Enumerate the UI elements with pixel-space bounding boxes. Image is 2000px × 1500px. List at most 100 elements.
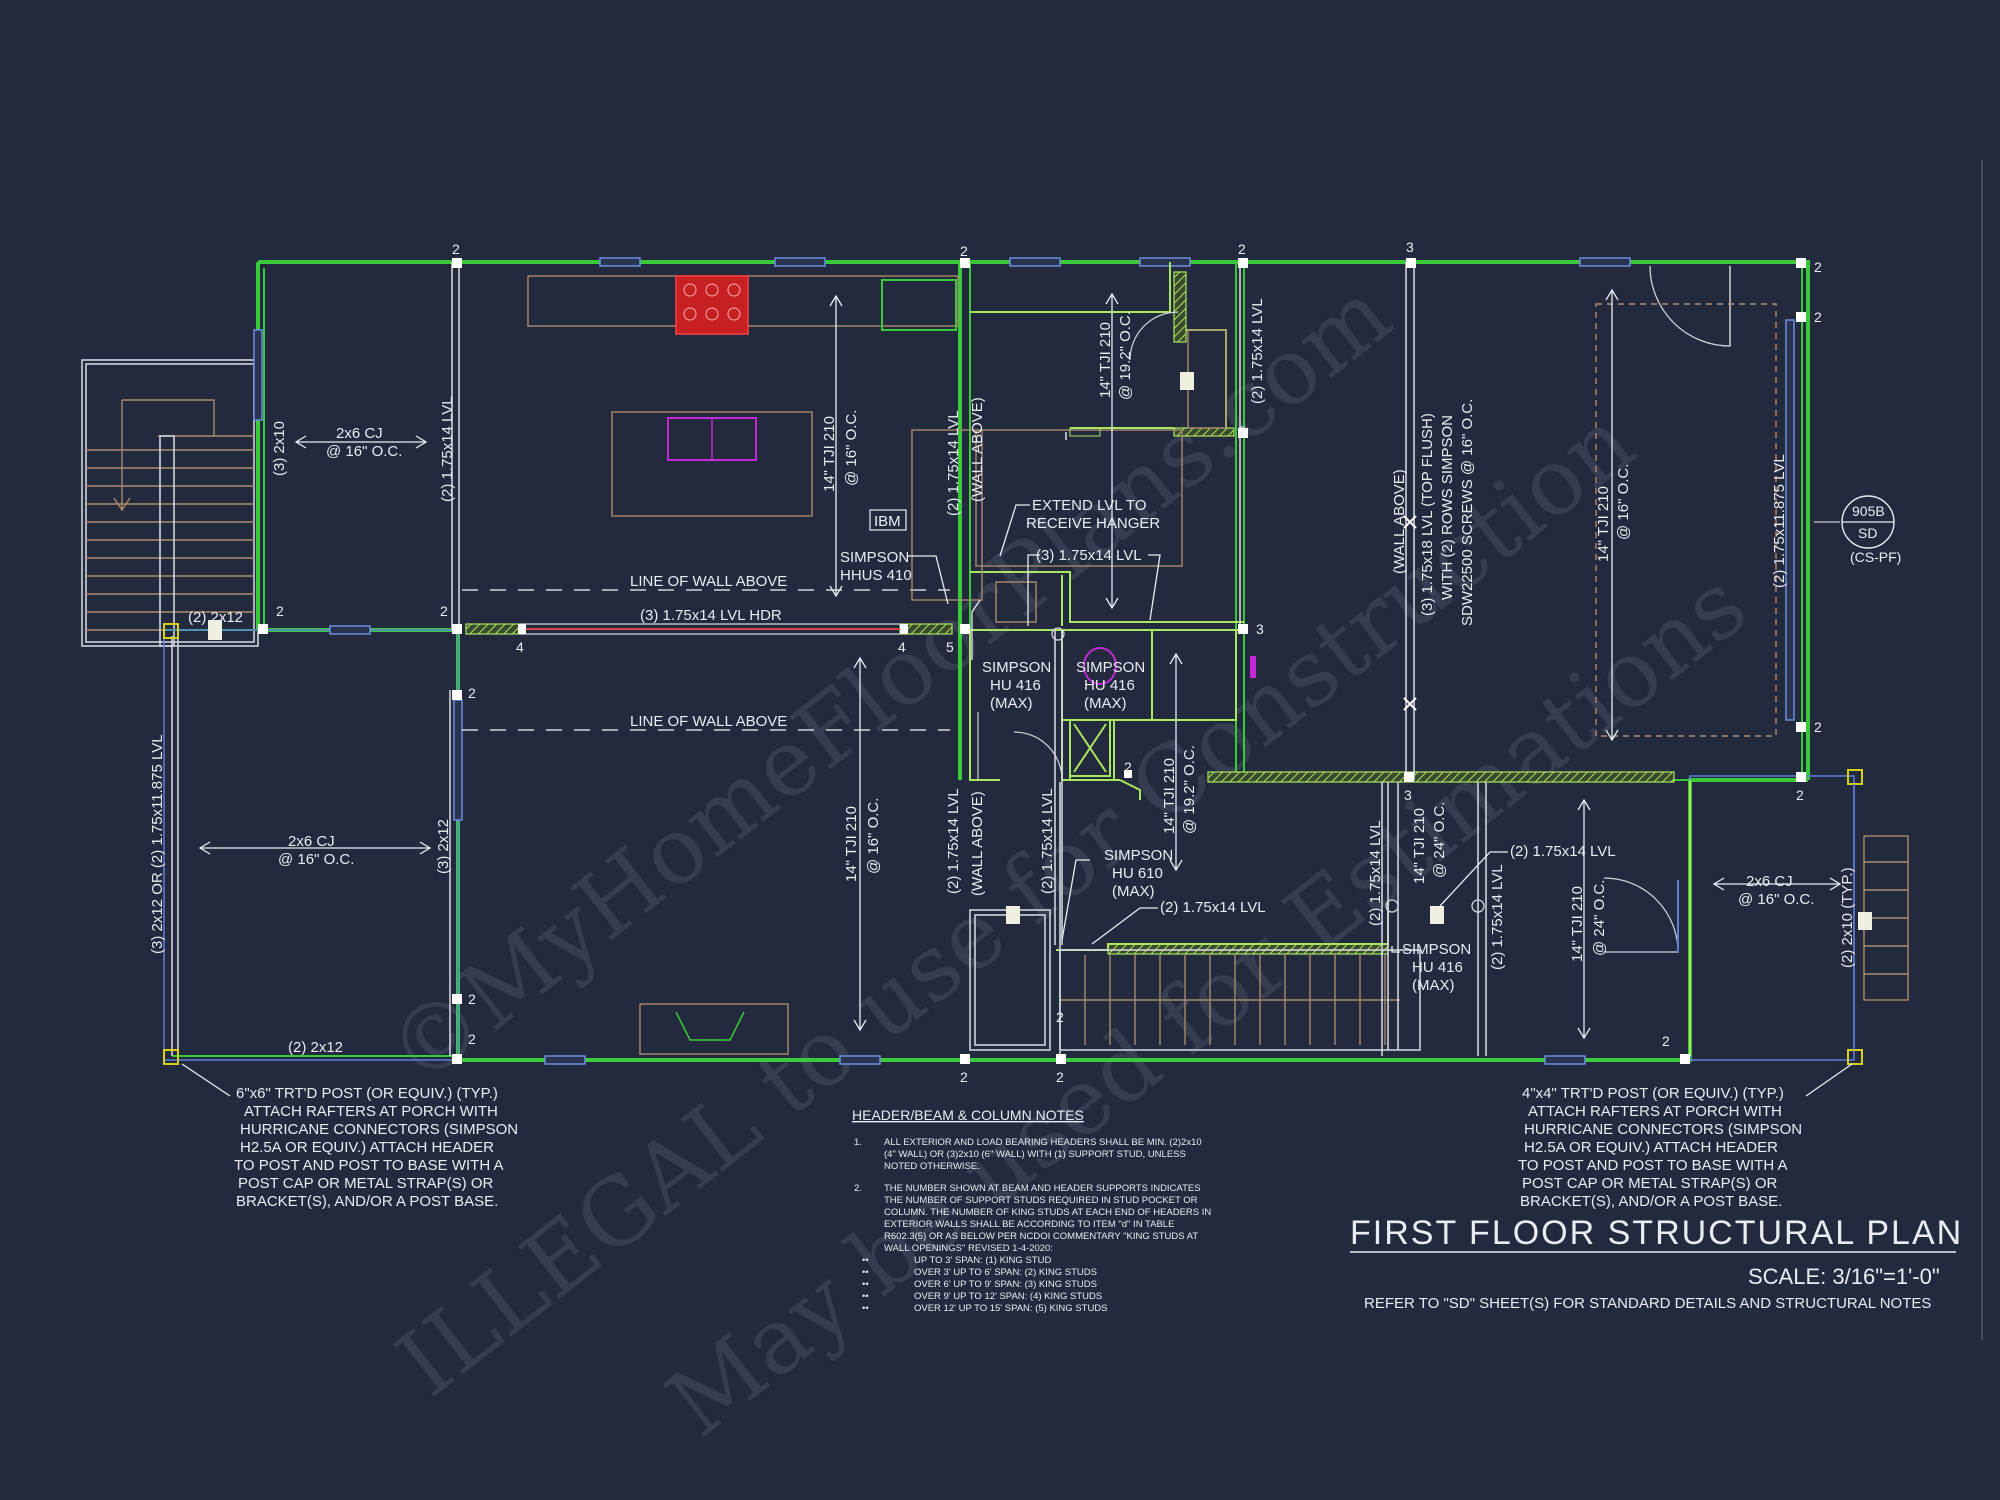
extend-lvl-line2: RECEIVE HANGER: [1026, 515, 1160, 532]
simpson-hu416c-line3: (MAX): [1412, 977, 1455, 994]
tji-mid-line2: @ 19.2" O.C.: [1181, 745, 1198, 834]
plan-scale: SCALE: 3/16"=1'-0": [1748, 1264, 1940, 1289]
simpson-hu416c-line1: SIMPSON: [1402, 941, 1471, 958]
note-1-line-2: (4" WALL) OR (3)2x10 (6" WALL) WITH (1) …: [884, 1149, 1186, 1160]
note-2-line-6: WALL OPENINGS" REVISED 1-4-2020:: [884, 1243, 1053, 1254]
note-2-line-2: THE NUMBER OF SUPPORT STUDS REQUIRED IN …: [884, 1195, 1198, 1206]
detail-sub: (CS-PF): [1850, 549, 1901, 565]
lvl-beam-a: (2) 1.75x14 LVL: [439, 396, 456, 502]
svg-text:••: ••: [862, 1303, 869, 1314]
stud-count: 2: [468, 991, 476, 1007]
stud-counts: 2 2 2 3 2 2 2 2 2 4 4 5 3 2 2 2 2 2 3 2 …: [276, 239, 1822, 1085]
tji-mid-line1: 14" TJI 210: [1161, 758, 1178, 834]
header-beam-notes: HEADER/BEAM & COLUMN NOTES 1. ALL EXTERI…: [852, 1107, 1211, 1314]
stud-count: 2: [1124, 759, 1132, 775]
note-2-number: 2.: [854, 1183, 862, 1194]
lvl-beam-garage: (2) 1.75x11.875 LVL: [1771, 454, 1788, 588]
stud-count: 2: [1796, 787, 1804, 803]
note-1-number: 1.: [854, 1137, 862, 1148]
simpson-hu610-line3: (MAX): [1112, 883, 1155, 900]
simpson-hu416b-line1: SIMPSON: [1076, 659, 1145, 676]
lvl-3-a: (3) 1.75x14 LVL: [1036, 547, 1142, 564]
cj-top-left-line2: @ 16" O.C.: [326, 443, 402, 460]
simpson-hu610-line1: SIMPSON: [1104, 847, 1173, 864]
tji-garage-line1: 14" TJI 210: [1595, 486, 1612, 562]
extend-lvl-line1: EXTEND LVL TO: [1032, 497, 1147, 514]
detail-number: 905B: [1852, 503, 1885, 519]
lvl-beam-b: (2) 1.75x14 LVL: [1249, 298, 1266, 404]
header-3-2x12: (3) 2x12: [435, 819, 452, 874]
title-block: FIRST FLOOR STRUCTURAL PLAN SCALE: 3/16"…: [1350, 160, 1983, 1340]
header-lvl-hdr: (3) 1.75x14 LVL HDR: [640, 607, 782, 624]
stud-count: 3: [1404, 787, 1412, 803]
plan-labels: 2x6 CJ @ 16" O.C. 2x6 CJ @ 16" O.C. 2x6 …: [149, 298, 1856, 1056]
left-porch-outline: [163, 629, 459, 1061]
svg-text:••: ••: [862, 1267, 869, 1278]
stud-count: 2: [452, 241, 460, 257]
notes-heading: HEADER/BEAM & COLUMN NOTES: [852, 1107, 1084, 1123]
left-post-note: 6"x6" TRT'D POST (OR EQUIV.) (TYP.) ATTA…: [234, 1085, 518, 1210]
garage-outline: [1595, 303, 1777, 737]
right-note-line-3: HURRICANE CONNECTORS (SIMPSON: [1524, 1121, 1802, 1138]
stud-count: 4: [898, 639, 906, 655]
left-note-line-5: TO POST AND POST TO BASE WITH A: [234, 1157, 504, 1174]
svg-text:••: ••: [862, 1291, 869, 1302]
simpson-hhus-line1: SIMPSON: [840, 549, 909, 566]
left-note-line-1: 6"x6" TRT'D POST (OR EQUIV.) (TYP.): [236, 1085, 498, 1102]
stud-count: 2: [468, 1031, 476, 1047]
simpson-hhus-line2: HHUS 410: [840, 567, 912, 584]
tji-kitchen-line1: 14" TJI 210: [821, 416, 838, 492]
header-2-2x12-bottom: (2) 2x12: [288, 1039, 343, 1056]
stud-count: 2: [1814, 719, 1822, 735]
cj-bottom-left-line1: 2x6 CJ: [288, 833, 335, 850]
stud-count: 2: [276, 603, 284, 619]
tji-kitchen-line2: @ 16" O.C.: [843, 410, 860, 486]
header-3-2x10: (3) 2x10: [271, 421, 288, 476]
simpson-hu416a-line1: SIMPSON: [982, 659, 1051, 676]
lvl-2-right: (2) 1.75x14 LVL: [1510, 843, 1616, 860]
header-2-2x12-top: (2) 2x12: [188, 609, 243, 626]
line-of-wall-above-2: LINE OF WALL ABOVE: [630, 713, 787, 730]
lvl-2-stair: (2) 1.75x14 LVL: [1160, 899, 1266, 916]
header-2x10-typ: (2) 2x10 (TYP.): [1839, 867, 1856, 968]
stud-count: 5: [946, 639, 954, 655]
lvl-flush-line1: (3) 1.75x18 LVL (TOP FLUSH): [1419, 413, 1436, 616]
simpson-hu610-line2: HU 610: [1112, 865, 1163, 882]
stud-count: 2: [1662, 1033, 1670, 1049]
tji-right-line1: 14" TJI 210: [1569, 886, 1586, 962]
lvl-beam-c: (2) 1.75x14 LVL: [945, 410, 962, 516]
tji-living-line1: 14" TJI 210: [843, 806, 860, 882]
simpson-hu416c-line2: HU 416: [1412, 959, 1463, 976]
right-note-line-7: BRACKET(S), AND/OR A POST BASE.: [1520, 1193, 1782, 1210]
line-of-wall-above-1: LINE OF WALL ABOVE: [630, 573, 787, 590]
simpson-hu416a-line3: (MAX): [990, 695, 1033, 712]
stud-count: 2: [1056, 1069, 1064, 1085]
note-bullet-3: OVER 6' UP TO 9' SPAN: (3) KING STUDS: [914, 1279, 1097, 1290]
left-note-line-6: POST CAP OR METAL STRAP(S) OR: [238, 1175, 493, 1192]
right-note-line-1: 4"x4" TRT'D POST (OR EQUIV.) (TYP.): [1522, 1085, 1784, 1102]
left-porch-beam: (3) 2x12 OR (2) 1.75x11.875 LVL: [149, 734, 166, 954]
doors: [977, 265, 1731, 953]
note-2-line-3: COLUMN. THE NUMBER OF KING STUDS AT EACH…: [884, 1207, 1211, 1218]
svg-text:••: ••: [862, 1255, 869, 1266]
cj-top-left-line1: 2x6 CJ: [336, 425, 383, 442]
tji-pantry-line2: @ 19.2" O.C.: [1117, 311, 1134, 400]
beam-lines: [171, 262, 1415, 1056]
tji-stair-line1: 14" TJI 210: [1411, 808, 1428, 884]
lvl-beam-g: (2) 1.75x14 LVL: [1489, 864, 1506, 970]
note-bullet-4: OVER 9' UP TO 12' SPAN: (4) KING STUDS: [914, 1291, 1102, 1302]
cj-right-line1: 2x6 CJ: [1746, 873, 1793, 890]
right-note-line-5: TO POST AND POST TO BASE WITH A: [1518, 1157, 1788, 1174]
entry-stair: [81, 359, 259, 647]
windows: [253, 257, 1795, 1065]
note-2-line-5: R602.3(5) OR AS BELOW PER NCDOI COMMENTA…: [884, 1231, 1198, 1242]
simpson-hu416a-line2: HU 416: [990, 677, 1041, 694]
tji-right-line2: @ 24" O.C.: [1591, 880, 1608, 956]
wall-above-b: (WALL ABOVE): [1391, 469, 1408, 574]
note-2-line-4: EXTERIOR WALLS SHALL BE ACCORDING TO ITE…: [884, 1219, 1174, 1230]
right-note-line-2: ATTACH RAFTERS AT PORCH WITH: [1528, 1103, 1782, 1120]
note-bullet-5: OVER 12' UP TO 15' SPAN: (5) KING STUDS: [914, 1303, 1108, 1314]
stud-count: 2: [440, 603, 448, 619]
note-2-line-1: THE NUMBER SHOWN AT BEAM AND HEADER SUPP…: [884, 1183, 1201, 1194]
